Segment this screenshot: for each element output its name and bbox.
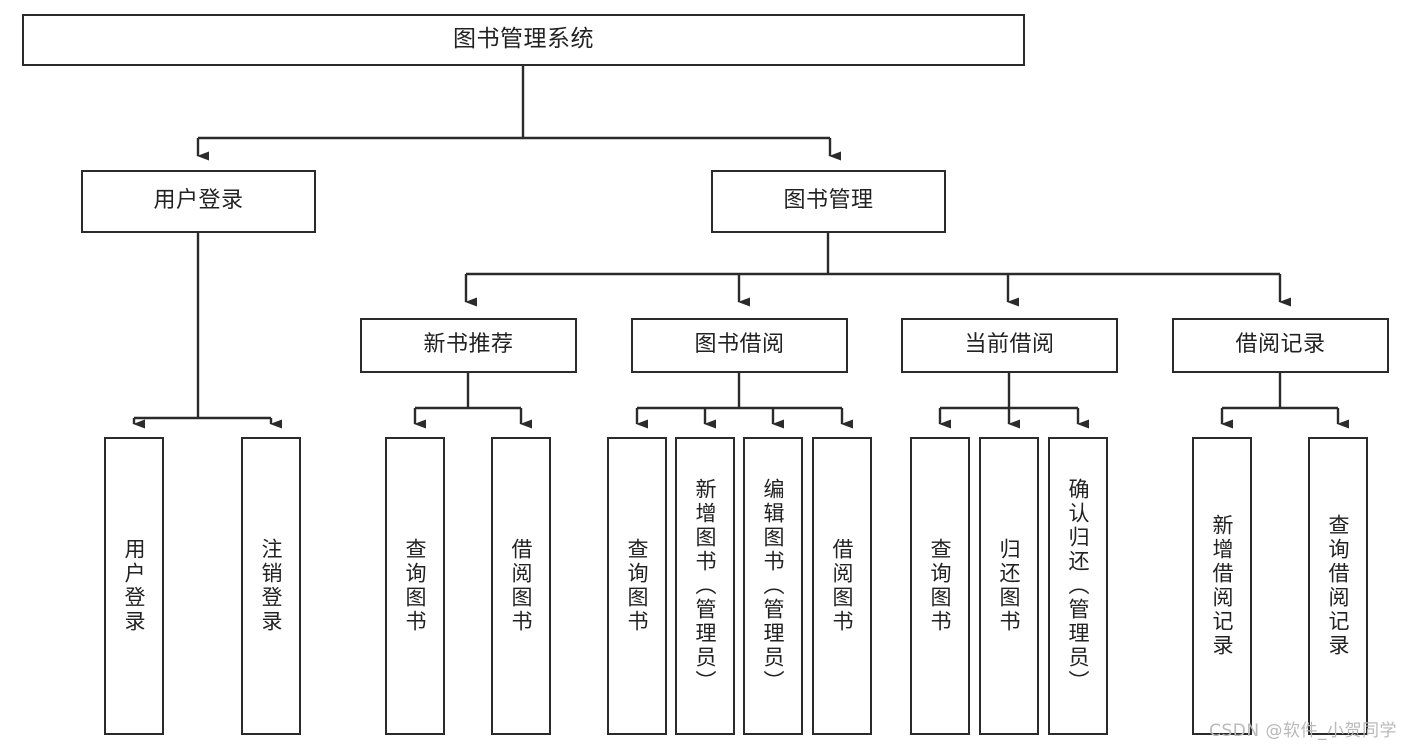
node-label: 查询图书: [928, 538, 952, 634]
node-label: 归还图书: [997, 538, 1021, 634]
watermark-text: CSDN @软件_小贺同学: [1209, 721, 1397, 741]
node-label: 借阅图书: [509, 538, 533, 634]
node-label: 查询借阅记录: [1326, 514, 1350, 658]
node-user-login[interactable]: 用户登录: [81, 170, 316, 233]
leaf-query-book-current[interactable]: 查询图书: [910, 437, 970, 735]
leaf-return-book[interactable]: 归还图书: [979, 437, 1039, 735]
node-label: 新增图书（管理员）: [693, 478, 717, 694]
node-label: 新增借阅记录: [1210, 514, 1234, 658]
node-label: 当前借阅: [964, 332, 1055, 358]
leaf-query-book-recommend[interactable]: 查询图书: [385, 437, 445, 735]
node-label: 编辑图书（管理员）: [761, 478, 785, 694]
node-label: 查询图书: [625, 538, 649, 634]
node-root-system[interactable]: 图书管理系统: [22, 14, 1025, 66]
leaf-logout[interactable]: 注销登录: [241, 437, 301, 735]
node-label: 图书借阅: [694, 332, 785, 358]
leaf-borrow-book[interactable]: 借阅图书: [812, 437, 872, 735]
leaf-user-login[interactable]: 用户登录: [104, 437, 164, 735]
leaf-add-book-admin[interactable]: 新增图书（管理员）: [675, 437, 735, 735]
leaf-borrow-book-recommend[interactable]: 借阅图书: [491, 437, 551, 735]
leaf-query-borrow-record[interactable]: 查询借阅记录: [1308, 437, 1368, 735]
node-label: 用户登录: [122, 538, 146, 634]
leaf-query-book-borrow[interactable]: 查询图书: [607, 437, 667, 735]
node-label: 确认归还（管理员）: [1066, 478, 1090, 694]
leaf-edit-book-admin[interactable]: 编辑图书（管理员）: [743, 437, 803, 735]
node-new-book-recommend[interactable]: 新书推荐: [360, 318, 577, 373]
node-label: 图书管理: [783, 188, 874, 214]
node-current-borrow[interactable]: 当前借阅: [901, 318, 1118, 373]
node-borrow-record[interactable]: 借阅记录: [1172, 318, 1389, 373]
leaf-add-borrow-record[interactable]: 新增借阅记录: [1192, 437, 1252, 735]
node-book-borrow[interactable]: 图书借阅: [631, 318, 848, 373]
node-label: 注销登录: [259, 538, 283, 634]
node-label: 查询图书: [403, 538, 427, 634]
node-label: 借阅记录: [1235, 332, 1326, 358]
node-label: 用户登录: [153, 188, 244, 214]
node-label: 图书管理系统: [453, 26, 594, 53]
node-label: 新书推荐: [423, 332, 514, 358]
leaf-confirm-return-admin[interactable]: 确认归还（管理员）: [1048, 437, 1108, 735]
node-label: 借阅图书: [830, 538, 854, 634]
node-book-management[interactable]: 图书管理: [711, 170, 946, 233]
